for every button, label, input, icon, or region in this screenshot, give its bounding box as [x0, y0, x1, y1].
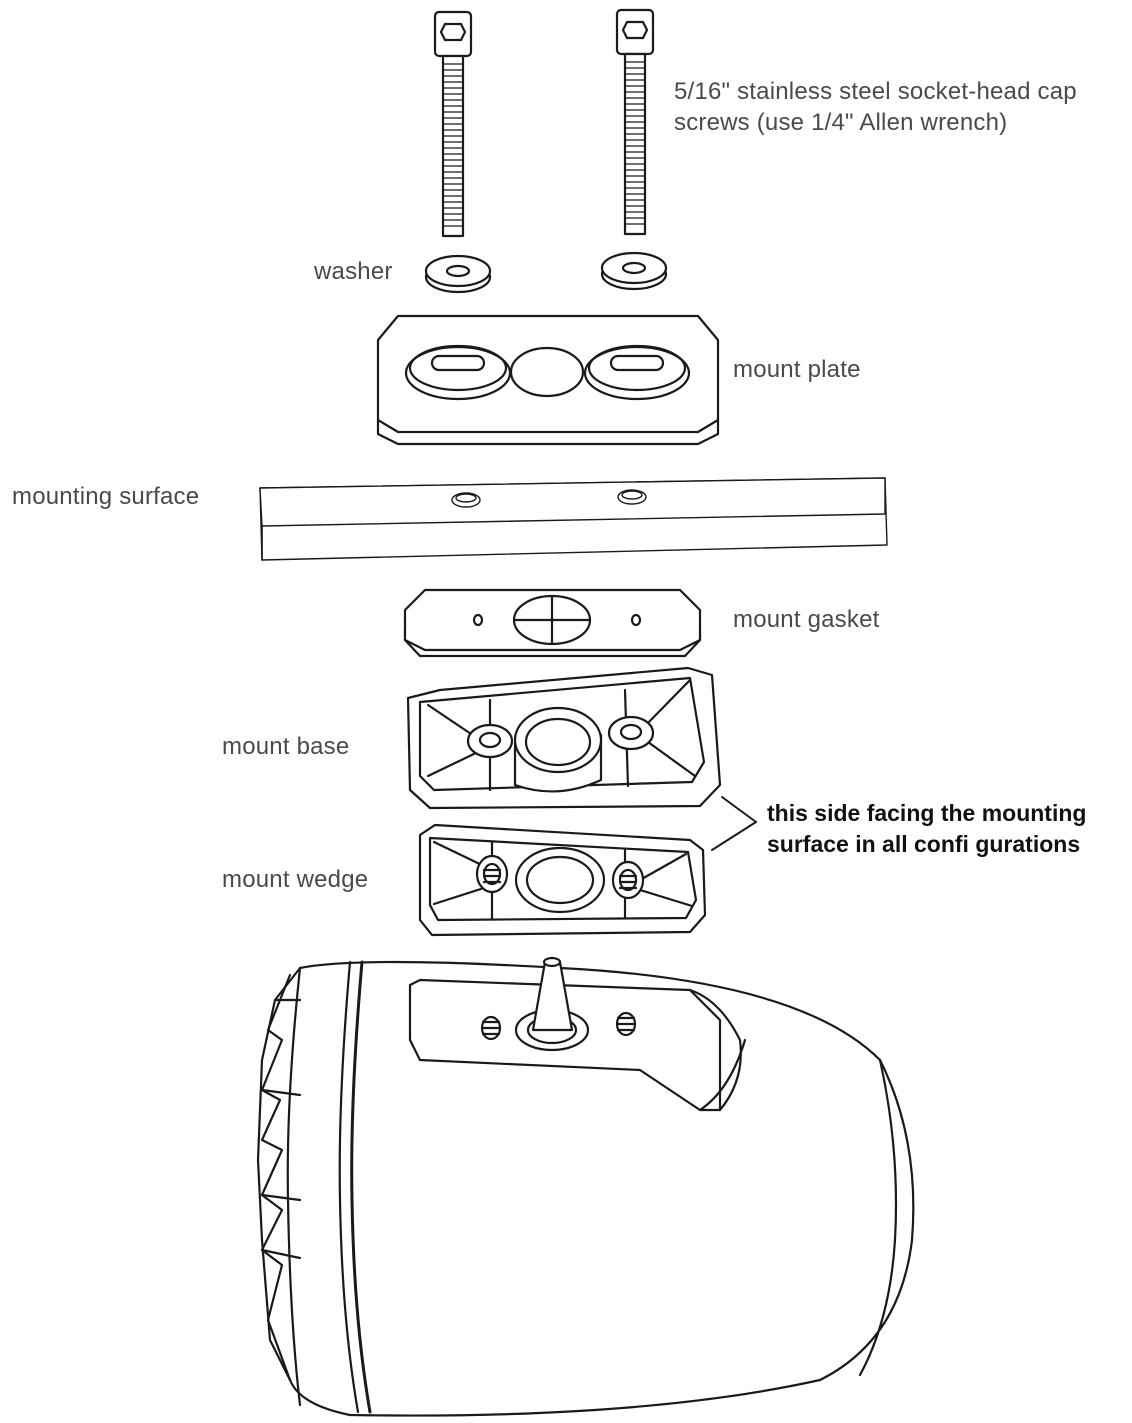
mount-base-label: mount base: [222, 733, 350, 760]
screw-right: [615, 8, 655, 236]
screws-label-line1: 5/16" stainless steel socket-head cap: [674, 78, 1077, 105]
washer-label: washer: [314, 258, 393, 285]
screws-label-line2: screws (use 1/4" Allen wrench): [674, 109, 1008, 137]
mount-gasket-label: mount gasket: [733, 606, 880, 633]
washer-right: [600, 251, 668, 291]
speaker-pod: [256, 956, 915, 1417]
mount-wedge: [418, 823, 707, 937]
note-pointer: [711, 796, 757, 851]
washer-left: [424, 254, 492, 294]
mount-gasket: [403, 588, 702, 658]
screws-label: 5/16" stainless steel socket-head cap sc…: [674, 76, 1077, 138]
mount-wedge-label: mount wedge: [222, 866, 369, 893]
orientation-note-line2: surface in all confi gurations: [767, 831, 1081, 858]
mounting-surface: [259, 477, 888, 561]
screw-left: [433, 10, 473, 238]
mount-base: [406, 666, 722, 810]
mount-plate-label: mount plate: [733, 356, 861, 383]
mount-plate: [376, 314, 720, 446]
orientation-note-line1: this side facing the mounting: [767, 800, 1087, 826]
mounting-surface-label: mounting surface: [12, 483, 200, 510]
orientation-note: this side facing the mounting surface in…: [767, 798, 1086, 860]
